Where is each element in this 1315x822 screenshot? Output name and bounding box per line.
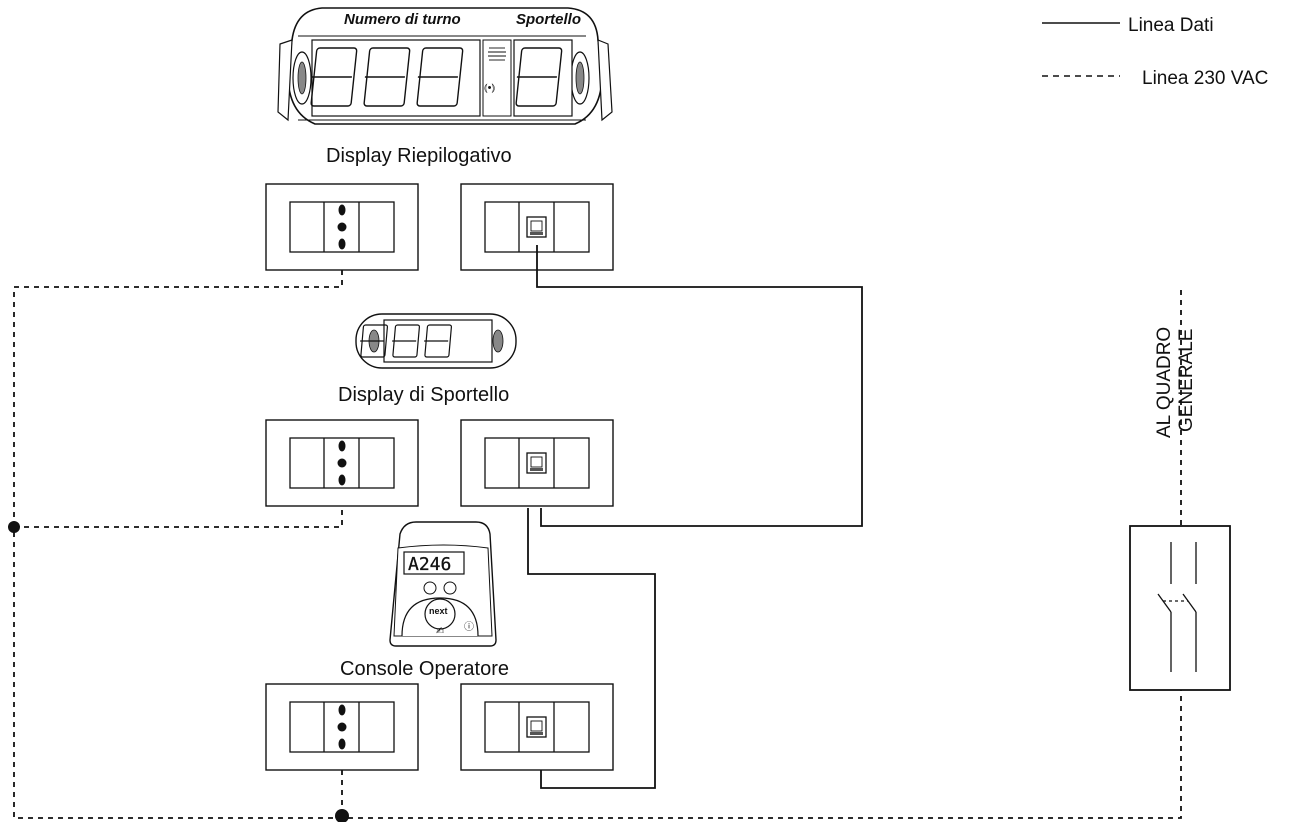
summary-display-header-left: Numero di turno — [344, 11, 461, 28]
data-jack-plate — [460, 183, 614, 271]
summary-display-label: Display Riepilogativo — [326, 145, 512, 167]
power-line-summary — [13, 270, 1182, 819]
speaker-grille-icon — [488, 47, 506, 61]
console-hand-icon: ✍ — [436, 626, 444, 637]
junction-dot — [335, 809, 349, 822]
socket-hole-icon — [337, 222, 347, 232]
console-info-icon: ⓘ — [464, 621, 474, 633]
legend-data-line-label: Linea Dati — [1128, 15, 1214, 36]
power-line-counter — [14, 508, 343, 528]
socket-hole-icon — [338, 474, 346, 486]
socket-hole-icon — [338, 704, 346, 716]
socket-hole-icon — [338, 204, 346, 216]
power-outlet-plate — [265, 683, 419, 771]
operator-console: A246 next ✍ ⓘ Console Operatore — [340, 521, 509, 680]
power-outlet-plate — [265, 419, 419, 507]
legend: Linea Dati Linea 230 VAC — [1042, 15, 1268, 89]
summary-display: Numero di turno Sportello ⦅•⦆ Display Ri… — [277, 7, 613, 167]
switch-symbol-icon — [1157, 542, 1197, 672]
display-logo-icon: ⦅•⦆ — [484, 82, 496, 94]
console-next-button-label: next — [429, 606, 448, 616]
socket-hole-icon — [338, 440, 346, 452]
data-line-counter-to-console — [527, 508, 656, 789]
console-prev-icon — [423, 581, 437, 595]
operator-console-label: Console Operatore — [340, 658, 509, 680]
data-jack-plate — [460, 683, 614, 771]
counter-display: Display di Sportello — [338, 313, 517, 406]
wall-plates — [265, 183, 614, 771]
socket-hole-icon — [338, 738, 346, 750]
junction-dot — [8, 521, 20, 533]
rj-jack-icon — [526, 216, 547, 238]
mains-label-line2: GENERALE — [1176, 329, 1197, 432]
summary-display-digits — [310, 47, 563, 107]
socket-hole-icon — [338, 238, 346, 250]
socket-hole-icon — [337, 458, 347, 468]
legend-power-line-label: Linea 230 VAC — [1142, 68, 1268, 89]
rj-jack-icon — [526, 452, 547, 474]
power-outlet-plate — [265, 183, 419, 271]
mains-switch: AL QUADRO GENERALE — [1129, 327, 1231, 691]
console-next-button[interactable] — [424, 598, 456, 630]
socket-hole-icon — [337, 722, 347, 732]
console-screen-text: A246 — [408, 554, 451, 575]
rj-jack-icon — [526, 716, 547, 738]
counter-display-label: Display di Sportello — [338, 384, 509, 406]
summary-display-header-right: Sportello — [516, 11, 581, 28]
data-lines — [527, 245, 863, 789]
data-jack-plate — [460, 419, 614, 507]
mains-label-line1: AL QUADRO — [1154, 327, 1175, 438]
console-next-icon — [443, 581, 457, 595]
counter-display-digits — [360, 324, 453, 358]
data-line-summary-to-counter — [536, 245, 863, 527]
